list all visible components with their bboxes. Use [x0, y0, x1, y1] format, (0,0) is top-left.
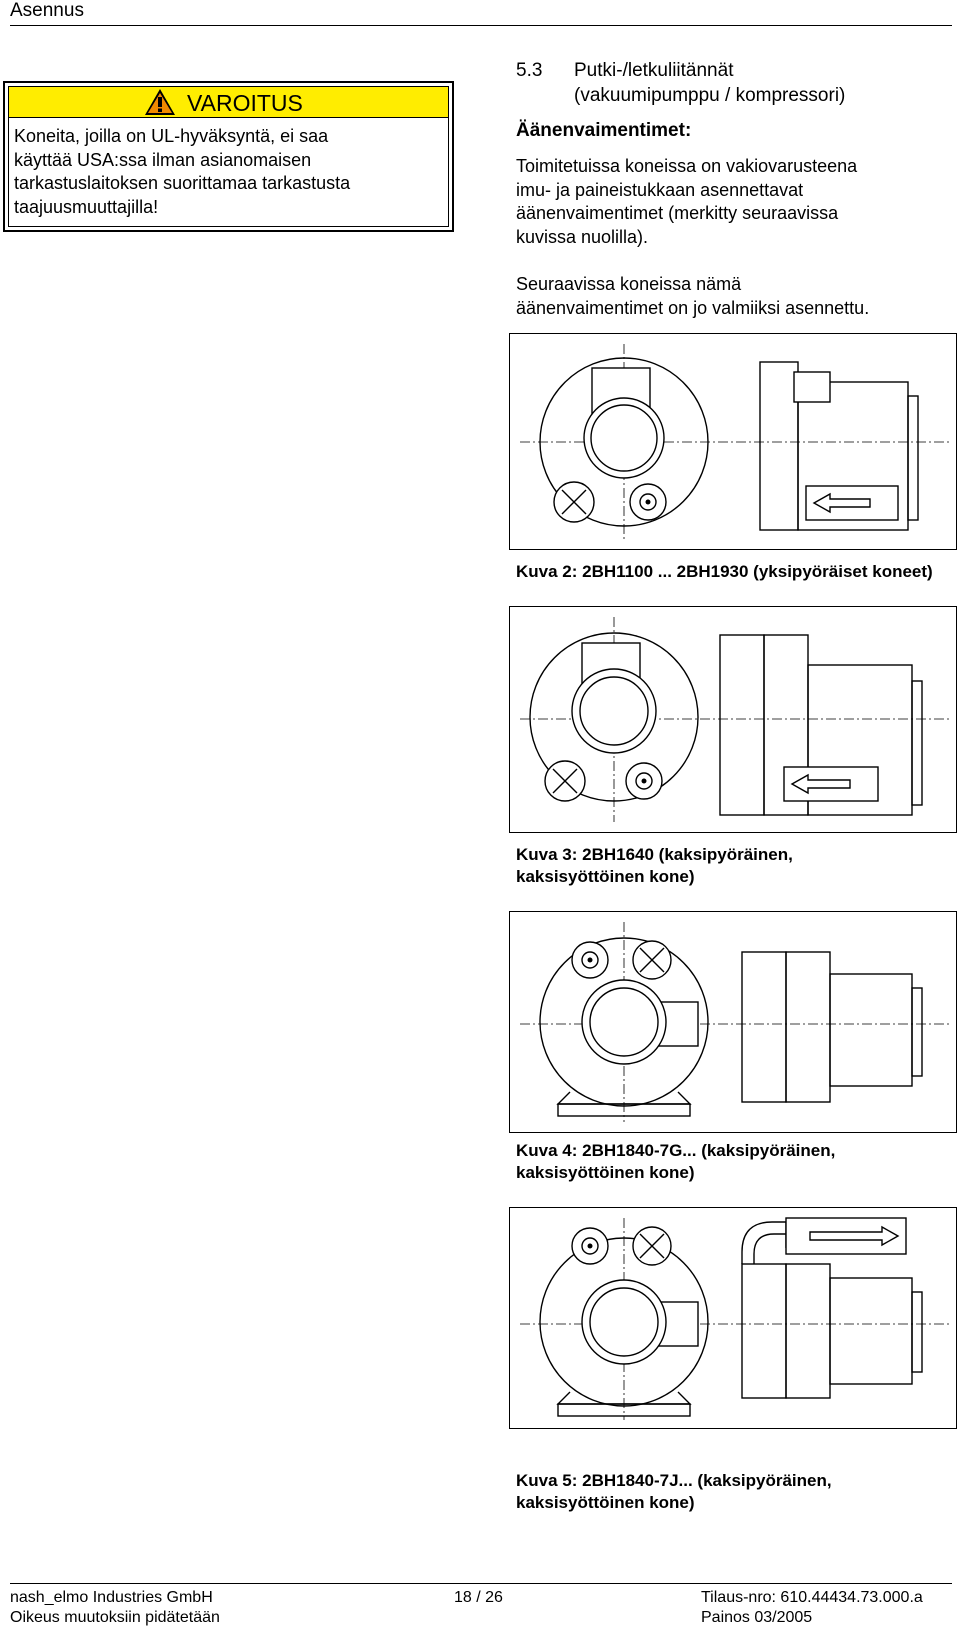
paragraph-line: Seuraavissa koneissa nämä — [516, 274, 742, 294]
caption-line: Kuva 2: 2BH1100 ... 2BH1930 (yksipyöräis… — [516, 562, 933, 581]
section-title-line2: (vakuumipumppu / kompressori) — [574, 85, 846, 106]
footer-right: Tilaus-nro: 610.44434.73.000.a Painos 03… — [701, 1588, 923, 1628]
paragraph-line: Toimitetuissa koneissa on vakiovarusteen… — [516, 156, 858, 176]
section-heading: 5.3 Putki-/letkuliitännät (vakuumipumppu … — [516, 58, 845, 108]
figure-3-caption: Kuva 3: 2BH1640 (kaksipyöräinen, kaksisy… — [516, 844, 793, 888]
caption-line: kaksisyöttöinen kone) — [516, 1163, 695, 1182]
paragraph-line: äänenvaimentimet (merkitty seuraavissa — [516, 203, 839, 223]
section-subtitle: Äänenvaimentimet: — [516, 120, 692, 141]
section-number: 5.3 — [516, 60, 543, 81]
figure-5-caption: Kuva 5: 2BH1840-7J... (kaksipyöräinen, k… — [516, 1470, 832, 1514]
caption-line: kaksisyöttöinen kone) — [516, 1493, 695, 1512]
caption-line: Kuva 5: 2BH1840-7J... (kaksipyöräinen, — [516, 1471, 832, 1490]
footer-left: nash_elmo Industries GmbH Oikeus muutoks… — [10, 1588, 220, 1628]
figure-3-drawing — [509, 606, 957, 833]
warning-box-inner: VAROITUS Koneita, joilla on UL-hyväksynt… — [8, 86, 449, 227]
figure-4-drawing — [509, 911, 957, 1133]
footer-disclaimer: Oikeus muutoksiin pidätetään — [10, 1609, 220, 1626]
figure-5-drawing — [509, 1207, 957, 1429]
paragraph-2: Seuraavissa koneissa nämä äänenvaimentim… — [516, 273, 869, 320]
paragraph-line: kuvissa nuolilla). — [516, 226, 649, 247]
warning-title: VAROITUS — [187, 90, 303, 116]
warning-text-line: käyttää USA:ssa ilman asianomaisen — [14, 149, 312, 170]
footer-divider — [10, 1583, 952, 1584]
footer-order-number: Tilaus-nro: 610.44434.73.000.a — [701, 1589, 923, 1606]
paragraph-1: Toimitetuissa koneissa on vakiovarusteen… — [516, 155, 857, 249]
warning-text-line: Koneita, joilla on UL-hyväksyntä, ei saa — [14, 126, 329, 146]
warning-text: Koneita, joilla on UL-hyväksyntä, ei saa… — [14, 125, 350, 219]
caption-line: kaksisyöttöinen kone) — [516, 867, 695, 886]
figure-2-drawing — [509, 333, 957, 550]
header-section-title: Asennus — [10, 0, 84, 21]
warning-box: VAROITUS Koneita, joilla on UL-hyväksynt… — [3, 81, 454, 232]
warning-triangle-icon — [145, 89, 175, 115]
caption-line: Kuva 3: 2BH1640 (kaksipyöräinen, — [516, 845, 793, 864]
paragraph-line: äänenvaimentimet on jo valmiiksi asennet… — [516, 297, 870, 318]
warning-text-line: tarkastuslaitoksen suorittamaa tarkastus… — [14, 173, 351, 193]
figure-4-caption: Kuva 4: 2BH1840-7G... (kaksipyöräinen, k… — [516, 1140, 835, 1184]
warning-text-line: taajuusmuuttajilla! — [14, 196, 159, 217]
footer-page-number: 18 / 26 — [454, 1589, 503, 1606]
header-divider — [10, 25, 952, 26]
figure-2-caption: Kuva 2: 2BH1100 ... 2BH1930 (yksipyöräis… — [516, 561, 933, 583]
section-title-line1: Putki-/letkuliitännät — [574, 60, 734, 81]
warning-title-bar: VAROITUS — [9, 87, 448, 118]
footer-edition: Painos 03/2005 — [701, 1609, 813, 1626]
footer-company: nash_elmo Industries GmbH — [10, 1589, 213, 1606]
caption-line: Kuva 4: 2BH1840-7G... (kaksipyöräinen, — [516, 1141, 836, 1160]
paragraph-line: imu- ja paineistukkaan asennettavat — [516, 179, 804, 200]
